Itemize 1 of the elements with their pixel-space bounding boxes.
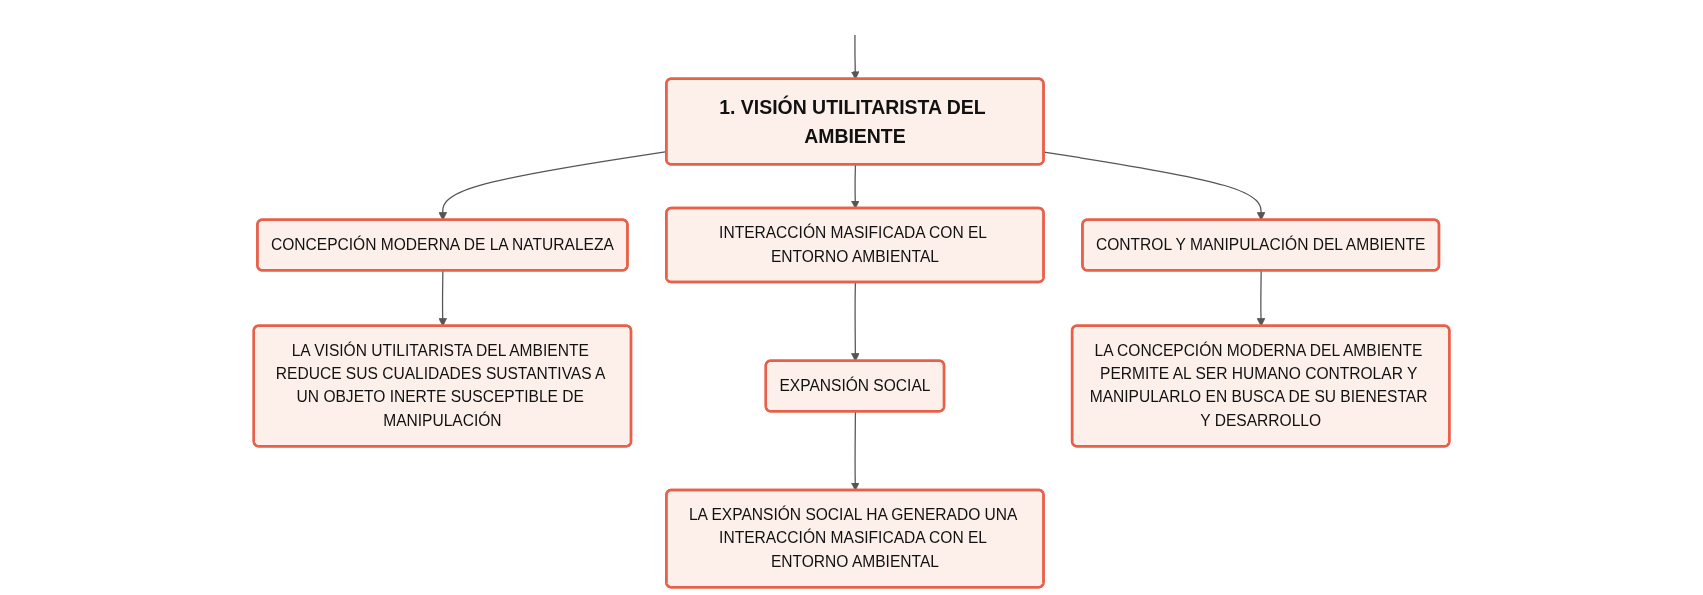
arrow xyxy=(850,164,860,209)
